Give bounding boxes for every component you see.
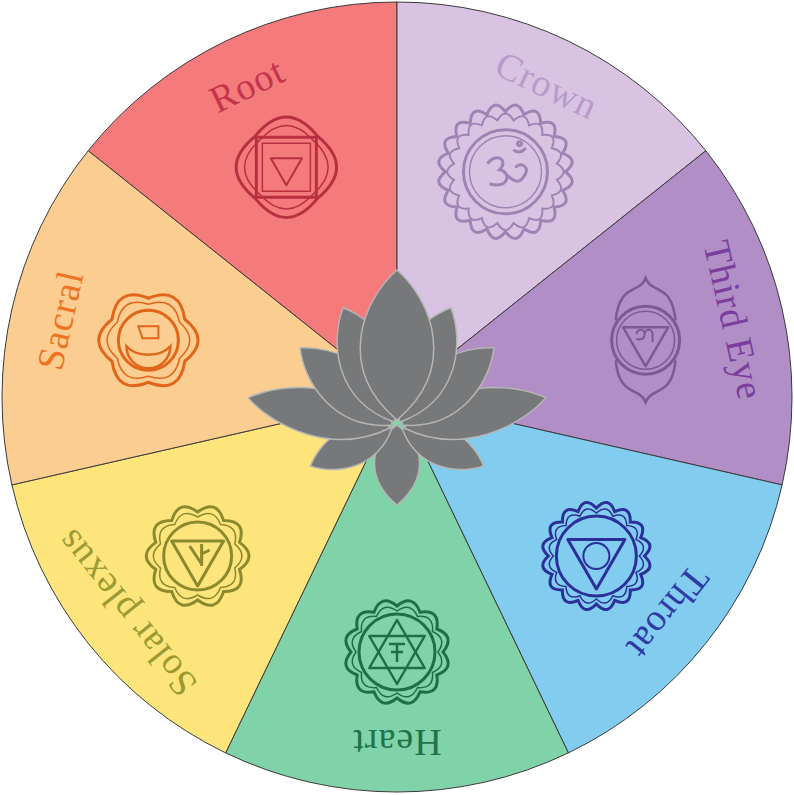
petal-ring xyxy=(236,117,336,217)
symbol-shape xyxy=(172,541,224,586)
petal-ring xyxy=(439,105,572,238)
petal-ring xyxy=(346,601,448,703)
lotus-petal xyxy=(360,270,434,420)
symbol-mark xyxy=(138,326,158,338)
symbol-mark xyxy=(190,544,210,566)
symbol-mark xyxy=(637,330,653,343)
chakra-name: Heart xyxy=(352,722,441,764)
symbol-shape xyxy=(262,143,310,191)
symbol-circle xyxy=(469,136,541,208)
petal-ring xyxy=(447,114,563,230)
petal-ring xyxy=(107,302,190,378)
symbol-circle xyxy=(617,311,675,369)
petal-ring xyxy=(352,607,442,697)
symbol-shape xyxy=(369,620,424,668)
anchor: Heart xyxy=(352,724,441,762)
crown-chakra-symbol xyxy=(439,105,572,238)
symbol-circle xyxy=(118,310,178,370)
symbol-shape xyxy=(271,158,302,185)
petal-ring xyxy=(99,295,198,386)
symbol-circle xyxy=(463,130,547,214)
third-chakra-symbol xyxy=(612,278,680,402)
sacral-chakra-symbol xyxy=(99,295,198,386)
petal-ring xyxy=(549,509,643,603)
symbol-circle xyxy=(359,614,435,690)
heart-chakra-symbol xyxy=(346,601,448,703)
solar-chakra-symbol xyxy=(146,507,249,606)
throat-chakra-symbol xyxy=(543,502,650,609)
symbol-circle xyxy=(612,306,680,374)
symbol-shape xyxy=(369,636,424,684)
petal-ring xyxy=(146,507,249,606)
root-chakra-symbol xyxy=(236,117,336,217)
symbol-mark xyxy=(487,142,526,185)
symbol-shape xyxy=(568,539,625,589)
symbol-circle xyxy=(164,522,232,590)
petal-ring xyxy=(245,125,329,209)
symbol-shape xyxy=(256,137,316,197)
symbol-mark xyxy=(389,644,405,662)
symbol-shape xyxy=(623,327,668,366)
wedge-shape xyxy=(2,151,397,485)
crescent xyxy=(126,346,170,368)
petal-ring xyxy=(153,513,242,598)
lotus-flower xyxy=(243,270,551,505)
wedge-shape xyxy=(397,151,792,485)
symbol-circle xyxy=(583,543,609,569)
petal-ring xyxy=(543,502,650,609)
symbol-circle xyxy=(556,516,636,596)
